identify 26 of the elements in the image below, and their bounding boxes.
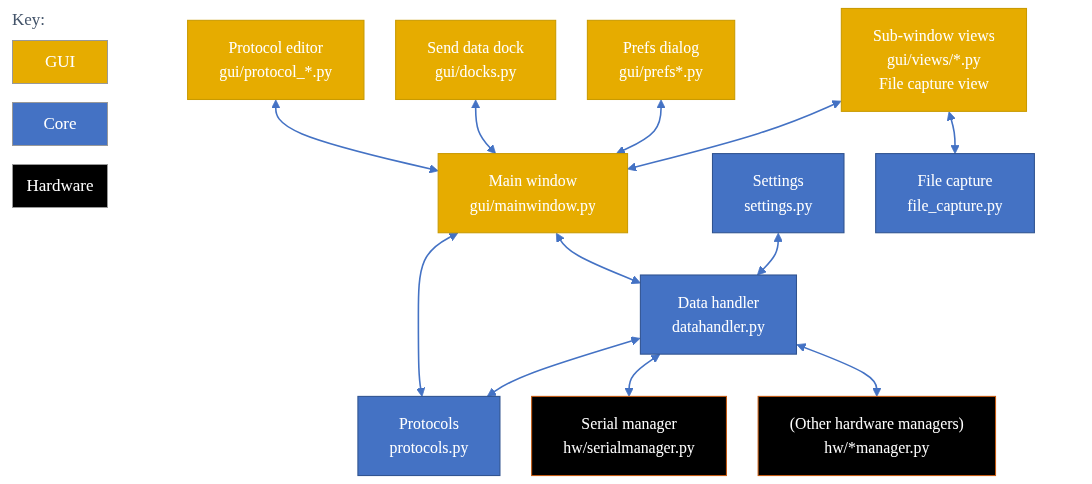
legend-swatch: GUI [12, 40, 108, 84]
legend-swatch: Core [12, 102, 108, 146]
arrow [486, 336, 641, 397]
arrow [796, 343, 882, 397]
arrow [627, 100, 842, 172]
node-box: Settings settings.py [711, 153, 845, 234]
arrow [616, 99, 666, 155]
node-box: (Other hardware managers) hw/*manager.py [757, 395, 997, 477]
arrow [271, 99, 439, 174]
legend-swatch: Hardware [12, 164, 108, 208]
arrow [946, 111, 960, 154]
arrow [471, 99, 496, 154]
arrow [555, 232, 641, 285]
arrow [416, 232, 459, 397]
arrow [757, 232, 783, 276]
node-box: Protocol editor gui/protocol_*.py [187, 19, 365, 100]
node-box: Sub-window views gui/views/*.py File capture view [840, 7, 1028, 112]
node-box: Protocols protocols.py [357, 395, 501, 477]
node-box: File capture file_capture.py [875, 153, 1035, 234]
node-box: Serial manager hw/serialmanager.py [531, 395, 727, 477]
node-box: Prefs dialog gui/prefs*.py [586, 19, 736, 100]
arrow [624, 353, 661, 397]
node-box: Data handler datahandler.py [639, 274, 797, 355]
node-box: Send data dock gui/docks.py [395, 19, 557, 100]
key-heading: Key: [12, 10, 47, 30]
node-box: Main window gui/mainwindow.py [437, 153, 629, 234]
